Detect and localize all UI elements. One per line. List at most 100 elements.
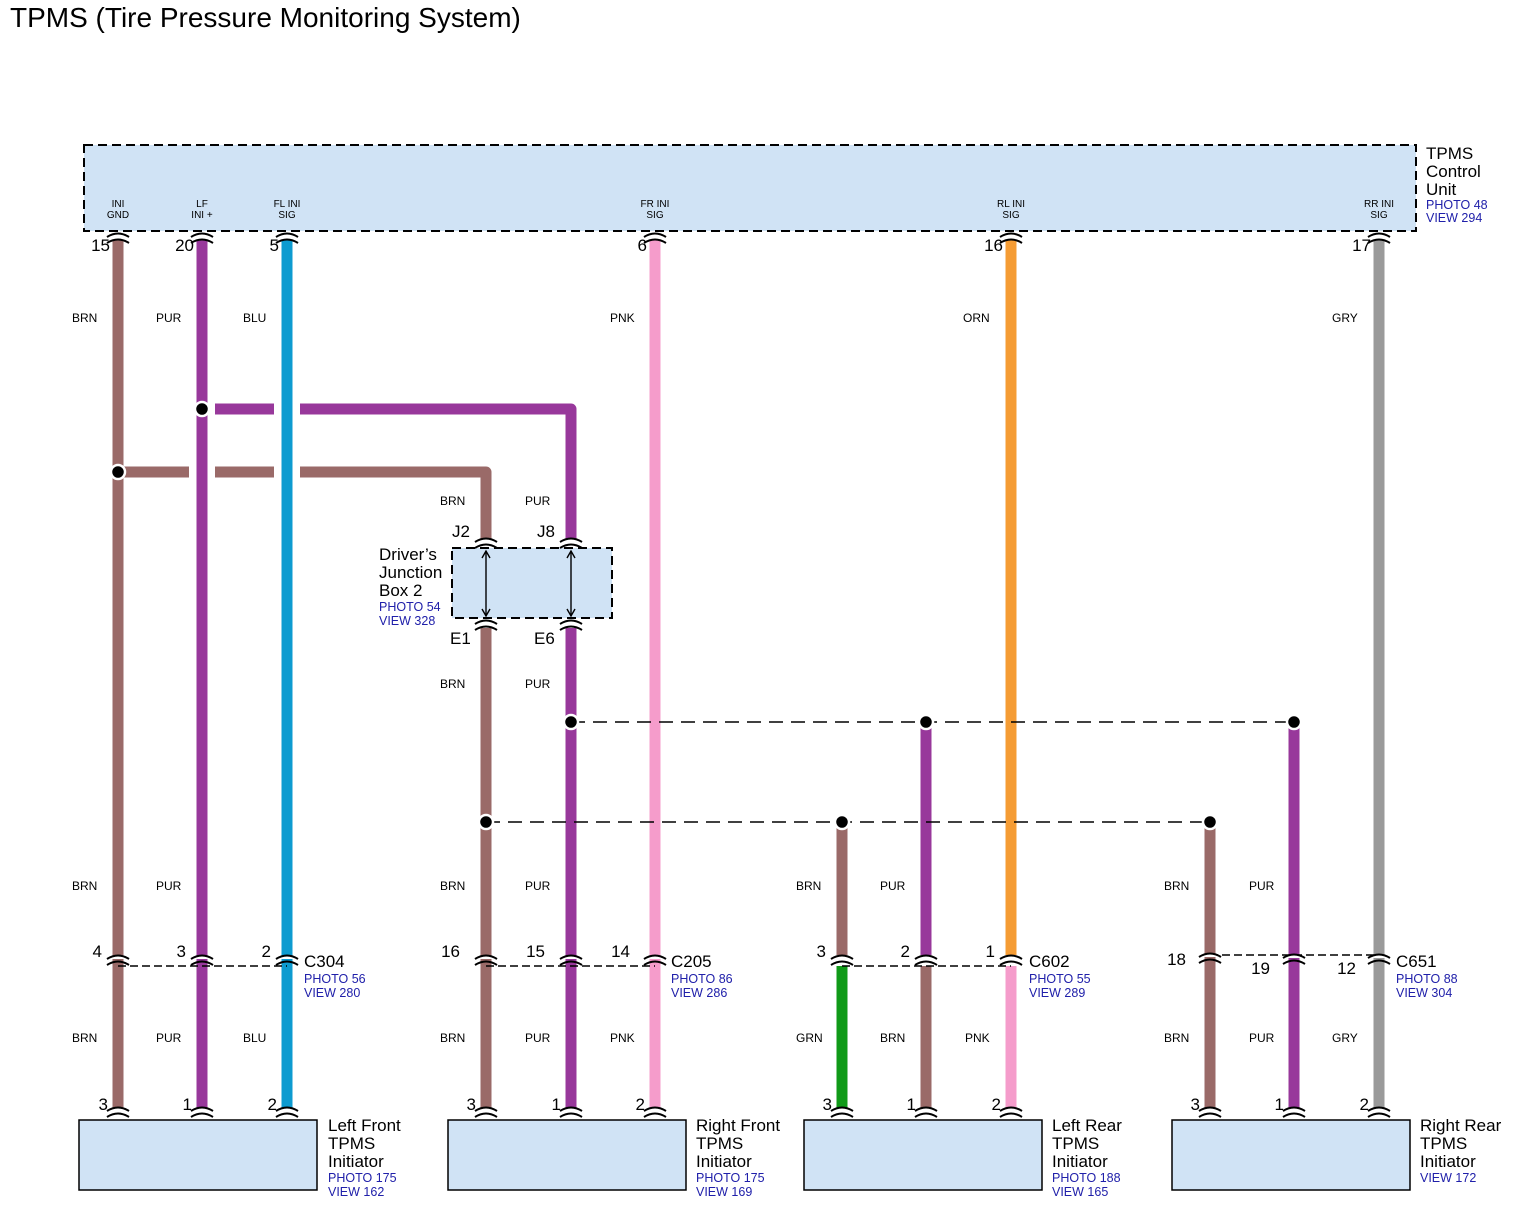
cu-terminal-0 — [106, 232, 130, 238]
junction-box-view-link[interactable]: VIEW 328 — [379, 614, 436, 628]
connector-photo-link[interactable]: PHOTO 88 — [1396, 972, 1458, 986]
initiator-view-link[interactable]: VIEW 172 — [1420, 1171, 1477, 1185]
initiator-terminal-b — [914, 1112, 938, 1118]
wire-label-mid: PUR — [156, 879, 182, 893]
connector-photo-link[interactable]: PHOTO 86 — [671, 972, 733, 986]
splice-pur-rr — [1285, 713, 1303, 731]
connector-terminal — [914, 954, 938, 960]
initiator-pin-number: 2 — [1359, 1095, 1369, 1114]
splice-pur-jb — [562, 713, 580, 731]
initiator-name: Right Front TPMS Initiator — [696, 1116, 781, 1171]
connector-terminal — [559, 954, 583, 960]
connector-terminal — [999, 954, 1023, 960]
initiator-photo-link[interactable]: PHOTO 175 — [696, 1171, 765, 1185]
wire-label-upper: GRY — [1332, 311, 1358, 325]
wire-label-jb-in-brn: BRN — [440, 494, 466, 508]
jb-terminal-top-b — [474, 543, 498, 549]
wire-label-lower: PUR — [525, 1031, 551, 1045]
control-unit-pin-number: 15 — [91, 236, 110, 255]
initiator-pin-number: 3 — [1190, 1095, 1200, 1114]
initiator-terminal-b — [1367, 1112, 1391, 1118]
splice-pur-lr — [917, 713, 935, 731]
wire-label-lower: GRN — [796, 1031, 823, 1045]
connector-name: C602 — [1029, 952, 1070, 971]
initiator-view-link[interactable]: VIEW 162 — [328, 1185, 385, 1199]
control-unit-pin-label: FR INI SIG — [640, 199, 670, 221]
initiator-pin-number: 1 — [551, 1095, 561, 1114]
initiator-photo-link[interactable]: PHOTO 175 — [328, 1171, 397, 1185]
initiator-terminal — [190, 1106, 214, 1112]
connector-view-link[interactable]: VIEW 280 — [304, 986, 361, 1000]
junction-pin-e6: E6 — [534, 629, 555, 648]
cu-terminal-2-b — [275, 238, 299, 244]
initiator-terminal-b — [106, 1112, 130, 1118]
control-unit-name: TPMS Control Unit — [1426, 144, 1481, 199]
connector-pin-number: 18 — [1167, 950, 1186, 969]
cu-terminal-4-b — [999, 238, 1023, 244]
wire-label-lower: GRY — [1332, 1031, 1358, 1045]
connector-view-link[interactable]: VIEW 304 — [1396, 986, 1453, 1000]
initiator-view-link[interactable]: VIEW 169 — [696, 1185, 753, 1199]
wire-label-mid: BRN — [1164, 879, 1190, 893]
initiator-pin-number: 3 — [822, 1095, 832, 1114]
cu-terminal-0-b — [106, 238, 130, 244]
jb-arrow-head-up — [566, 549, 576, 559]
connector-view-link[interactable]: VIEW 286 — [671, 986, 728, 1000]
control-unit-pin-label: LF INI + — [191, 199, 213, 221]
wire-brn-gnd-branch — [118, 466, 492, 540]
control-unit-photo-link[interactable]: PHOTO 48 — [1426, 198, 1488, 212]
control-unit-pin-number: 5 — [269, 236, 279, 255]
wire-label-upper: ORN — [963, 311, 990, 325]
splice-brn-lr — [833, 813, 851, 831]
connector-photo-link[interactable]: PHOTO 56 — [304, 972, 366, 986]
junction-box-photo-link[interactable]: PHOTO 54 — [379, 600, 441, 614]
jb-terminal-bottom-b — [559, 625, 583, 631]
cu-terminal-5-b — [1367, 238, 1391, 244]
connector-terminal-b — [914, 960, 938, 966]
connector-terminal — [830, 954, 854, 960]
jb-terminal-bottom-b — [474, 625, 498, 631]
splice-pur-upper — [193, 400, 211, 418]
initiator-terminal-b — [643, 1112, 667, 1118]
control-unit-pin-number: 20 — [175, 236, 194, 255]
wire-label-mid: PUR — [525, 879, 551, 893]
connector-pin-number: 14 — [611, 942, 630, 961]
connector-pin-number: 2 — [900, 942, 910, 961]
connector-terminal — [474, 954, 498, 960]
connector-terminal-b — [830, 960, 854, 966]
connector-photo-link[interactable]: PHOTO 55 — [1029, 972, 1091, 986]
wire-label-lower: PUR — [1249, 1031, 1275, 1045]
wire-label-mid: PUR — [880, 879, 906, 893]
connector-pin-number: 19 — [1251, 959, 1270, 978]
jb-arrow-head-down — [566, 608, 576, 618]
control-unit-pin-number: 6 — [637, 236, 647, 255]
initiator-terminal-b — [275, 1112, 299, 1118]
connector-terminal — [643, 954, 667, 960]
control-unit-pin-label: RR INI SIG — [1364, 199, 1394, 221]
initiator-name: Right Rear TPMS Initiator — [1420, 1116, 1502, 1171]
initiator-pin-number: 1 — [1274, 1095, 1284, 1114]
wire-label-upper: BRN — [72, 311, 98, 325]
connector-pin-number: 3 — [816, 942, 826, 961]
initiator-terminal — [275, 1106, 299, 1112]
wire-label-lower: BRN — [72, 1031, 98, 1045]
control-unit-pin-number: 17 — [1352, 236, 1371, 255]
initiator-pin-number: 3 — [98, 1095, 108, 1114]
junction-pin-j2: J2 — [452, 522, 470, 541]
wire-label-jb-in-pur: PUR — [525, 494, 551, 508]
connector-terminal-b — [1367, 959, 1391, 965]
control-unit-view-link[interactable]: VIEW 294 — [1426, 211, 1483, 225]
connector-view-link[interactable]: VIEW 289 — [1029, 986, 1086, 1000]
connector-terminal-b — [190, 960, 214, 966]
initiator-terminal — [1198, 1106, 1222, 1112]
splice-brn-rr — [1201, 813, 1219, 831]
cu-terminal-1-b — [190, 238, 214, 244]
initiator-photo-link[interactable]: PHOTO 188 — [1052, 1171, 1121, 1185]
wire-pur-power-branch — [202, 403, 577, 540]
connector-pin-number: 4 — [92, 942, 102, 961]
initiator-view-link[interactable]: VIEW 165 — [1052, 1185, 1109, 1199]
control-unit-pin-label: RL INI SIG — [997, 199, 1025, 221]
cu-terminal-2 — [275, 232, 299, 238]
wire-label-lower: PNK — [965, 1031, 990, 1045]
